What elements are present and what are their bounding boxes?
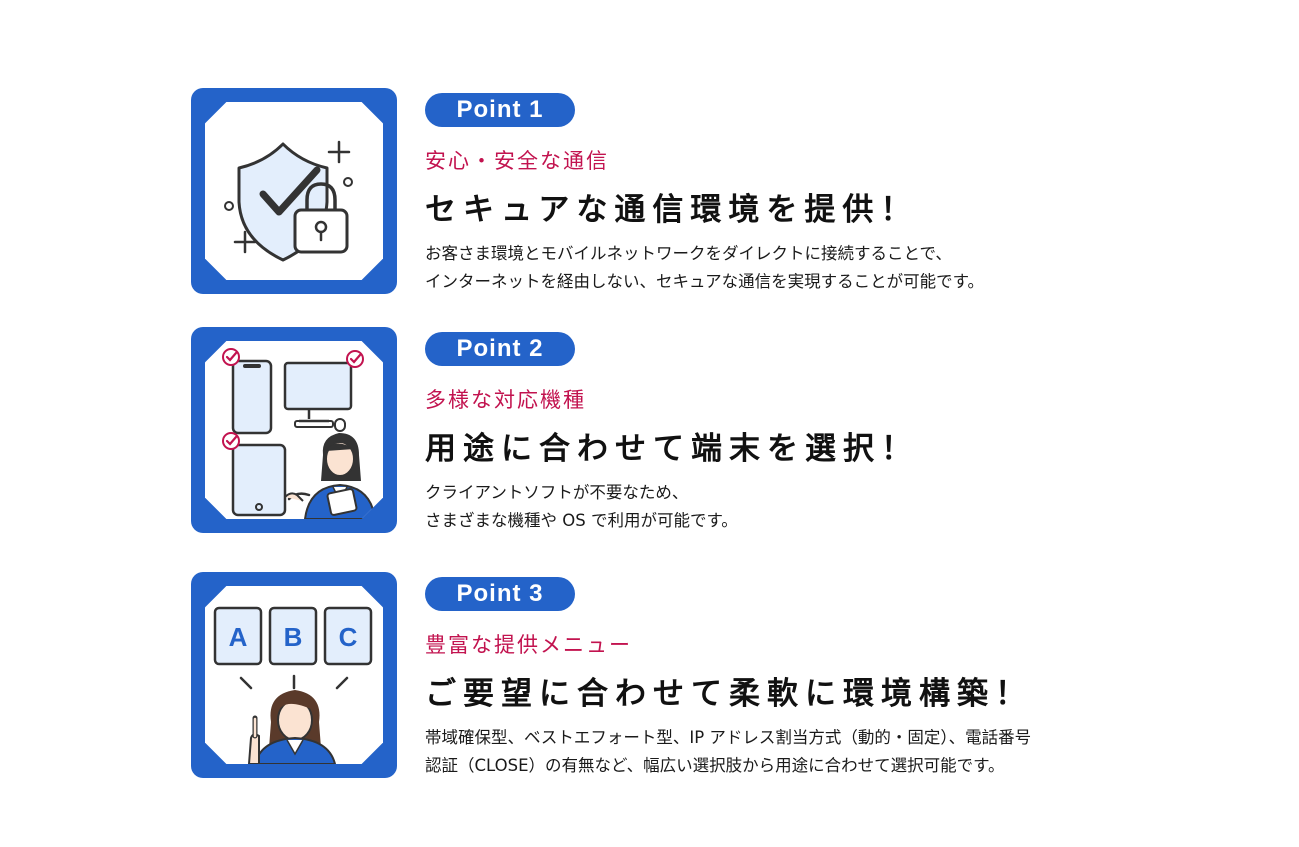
point-1-section: Point 1 安心・安全な通信 セキュアな通信環境を提供！ お客さま環境とモバ… [191, 88, 1111, 295]
point-3-body-line: 帯域確保型、ベストエフォート型、IP アドレス割当方式（動的・固定）、電話番号 [425, 728, 1032, 747]
option-c-label: C [339, 622, 358, 652]
point-2-badge: Point 2 [425, 332, 575, 366]
point-2-section: Point 2 多様な対応機種 用途に合わせて端末を選択！ クライアントソフトが… [191, 327, 1111, 534]
point-3-badge: Point 3 [425, 577, 575, 611]
point-2-body-line: さまざまな機種や OS で利用が可能です。 [425, 511, 738, 530]
point-2-body-line: クライアントソフトが不要なため、 [425, 483, 689, 502]
point-2-subtitle: 多様な対応機種 [425, 388, 586, 412]
point-1-icon-frame [191, 88, 397, 294]
point-3-section: A B C Point 3 豊富な提供メニュー ご要望に合わせて柔軟に環境構築！… [191, 572, 1111, 779]
point-3-icon-frame: A B C [191, 572, 397, 778]
devices-person-icon [222, 348, 377, 519]
point-1-badge: Point 1 [425, 93, 575, 127]
abc-options-person-icon: A B C [213, 606, 373, 764]
point-1-body-line: インターネットを経由しない、セキュアな通信を実現することが可能です。 [425, 272, 985, 291]
option-a-label: A [229, 622, 248, 652]
point-2-headline: 用途に合わせて端末を選択！ [425, 431, 919, 467]
shield-check-padlock-icon [224, 140, 353, 262]
point-3-body: 帯域確保型、ベストエフォート型、IP アドレス割当方式（動的・固定）、電話番号 … [425, 724, 1115, 780]
point-3-subtitle: 豊富な提供メニュー [425, 633, 632, 657]
point-1-body: お客さま環境とモバイルネットワークをダイレクトに接続することで、 インターネット… [425, 240, 1115, 296]
point-1-headline: セキュアな通信環境を提供！ [425, 192, 919, 228]
point-2-body: クライアントソフトが不要なため、 さまざまな機種や OS で利用が可能です。 [425, 479, 1115, 535]
point-1-subtitle: 安心・安全な通信 [425, 149, 609, 173]
point-1-body-line: お客さま環境とモバイルネットワークをダイレクトに接続することで、 [425, 244, 952, 263]
option-b-label: B [284, 622, 303, 652]
point-3-body-line: 認証（CLOSE）の有無など、幅広い選択肢から用途に合わせて選択可能です。 [425, 756, 1005, 775]
point-2-icon-frame [191, 327, 397, 533]
point-3-headline: ご要望に合わせて柔軟に環境構築！ [425, 676, 1033, 712]
